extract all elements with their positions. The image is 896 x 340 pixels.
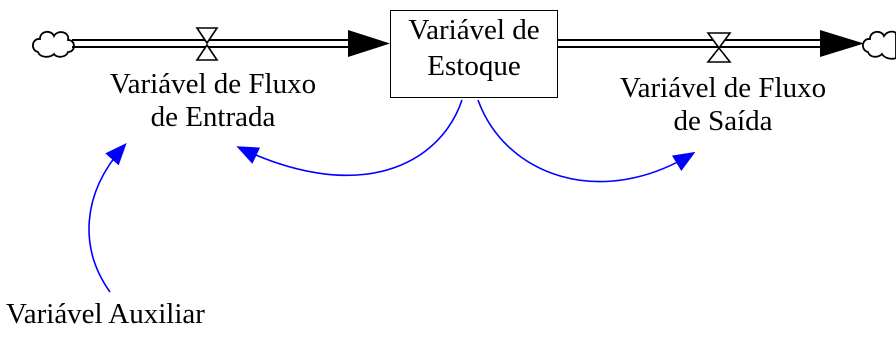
outflow-valve-icon bbox=[706, 32, 732, 63]
inflow-valve-icon bbox=[195, 27, 219, 61]
outflow-arrowhead bbox=[820, 30, 864, 57]
link-auxiliary-to-inflow bbox=[88, 143, 127, 293]
inflow-label-line1: Variável de Fluxo bbox=[109, 68, 317, 100]
auxiliary-label-text: Variável Auxiliar bbox=[6, 298, 205, 330]
stock-label: Variável de Estoque bbox=[390, 12, 558, 84]
stock-label-line1: Variável de bbox=[408, 14, 540, 46]
inflow-label[interactable]: Variável de Fluxo de Entrada bbox=[86, 68, 340, 134]
sink-cloud-icon bbox=[862, 30, 896, 60]
outflow-label-line2: de Saída bbox=[673, 105, 773, 137]
stock-label-line2: Estoque bbox=[427, 50, 521, 82]
inflow-label-line2: de Entrada bbox=[150, 101, 276, 133]
outflow-label-line1: Variável de Fluxo bbox=[619, 72, 827, 104]
outflow-label[interactable]: Variável de Fluxo de Saída bbox=[596, 72, 850, 138]
link-stock-to-outflow bbox=[477, 99, 696, 183]
source-cloud-icon bbox=[32, 30, 75, 58]
outflow-pipe bbox=[558, 30, 864, 57]
link-stock-to-inflow bbox=[236, 99, 463, 177]
inflow-pipe bbox=[72, 30, 390, 57]
auxiliary-label[interactable]: Variável Auxiliar bbox=[6, 298, 256, 331]
inflow-arrowhead bbox=[348, 30, 390, 57]
stock-box[interactable] bbox=[390, 10, 558, 98]
